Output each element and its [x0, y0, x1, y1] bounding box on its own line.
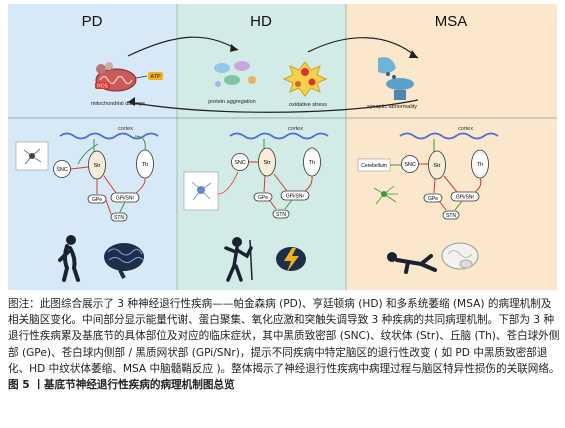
figure-caption: 图注：此图综合展示了 3 种神经退行性疾病——帕金森病 (PD)、亨廷顿病 (H…	[8, 296, 560, 393]
fallen-patient-icon	[387, 252, 437, 274]
neuron-icon	[191, 181, 212, 201]
figure-title: 图 5 丨基底节神经退行性疾病的病理机制图总览	[8, 379, 235, 392]
panel-title-hd: HD	[250, 13, 272, 30]
protein-aggregation-icon	[214, 61, 256, 87]
circuit-pd: cortex SNC Str Th GPe GPi/SNr STN	[15, 126, 159, 282]
circuit-hd: cortex SNC Str Th GPe GPi/SNr STN	[183, 126, 329, 282]
snc-label: SNC	[404, 162, 416, 168]
stn-label: STN	[114, 215, 124, 221]
ros-label: ROS	[97, 84, 109, 90]
mito-damage-label: mitochondrial damage	[91, 101, 145, 107]
str-label: Str	[93, 163, 100, 169]
th-label: Th	[142, 162, 148, 168]
cortex-label: cortex	[288, 126, 303, 132]
panel-title-msa: MSA	[435, 13, 468, 30]
panel-hd	[177, 4, 346, 290]
atp-label: ATP	[150, 74, 161, 80]
th-label: Th	[309, 160, 315, 166]
circuit-msa: cortex Cerebellum SNC Str Th GPe GPi/SNr…	[357, 126, 499, 274]
panel-msa	[346, 4, 557, 290]
lightning-brain-icon	[276, 247, 306, 272]
cortex-label: cortex	[118, 126, 133, 132]
th-label: Th	[477, 162, 483, 168]
brain-icon	[104, 243, 144, 279]
oxidative-stress-label: oxidative stress	[289, 102, 327, 108]
synaptic-label: synaptic abnormality	[367, 104, 417, 110]
panel-title-pd: PD	[82, 13, 103, 30]
str-label: Str	[263, 160, 270, 166]
protein-aggregation-label: protein aggregation	[208, 99, 255, 105]
cortex-label: cortex	[458, 126, 473, 132]
gpe-label: GPe	[258, 195, 268, 201]
snc-label: SNC	[234, 160, 246, 166]
caption-body: 图注：此图综合展示了 3 种神经退行性疾病——帕金森病 (PD)、亨廷顿病 (H…	[8, 298, 560, 375]
gpi-label: GPi/SNr	[456, 195, 475, 201]
gpe-label: GPe	[428, 196, 438, 202]
pathology-figure: PD HD MSA ROS ATP mitochondrial damage	[8, 4, 557, 290]
patient-figure-icon	[224, 237, 253, 282]
brain-section-icon	[441, 242, 479, 270]
oxidative-stress-icon	[282, 61, 328, 97]
neuron-icon	[373, 185, 398, 205]
gpi-label: GPi/SNr	[286, 194, 305, 200]
str-label: Str	[433, 163, 440, 169]
gpi-label: GPi/SNr	[116, 196, 135, 202]
stn-label: STN	[446, 213, 456, 219]
cerebellum-label: Cerebellum	[361, 163, 387, 169]
neuron-icon	[23, 148, 42, 165]
patient-figure-icon	[58, 235, 80, 282]
gpe-label: GPe	[92, 197, 102, 203]
stn-label: STN	[276, 212, 286, 218]
synapse-icon	[378, 57, 414, 100]
mechanism-cycle: ROS ATP mitochondrial damage protein agg…	[91, 36, 419, 113]
snc-label: SNC	[56, 167, 68, 173]
